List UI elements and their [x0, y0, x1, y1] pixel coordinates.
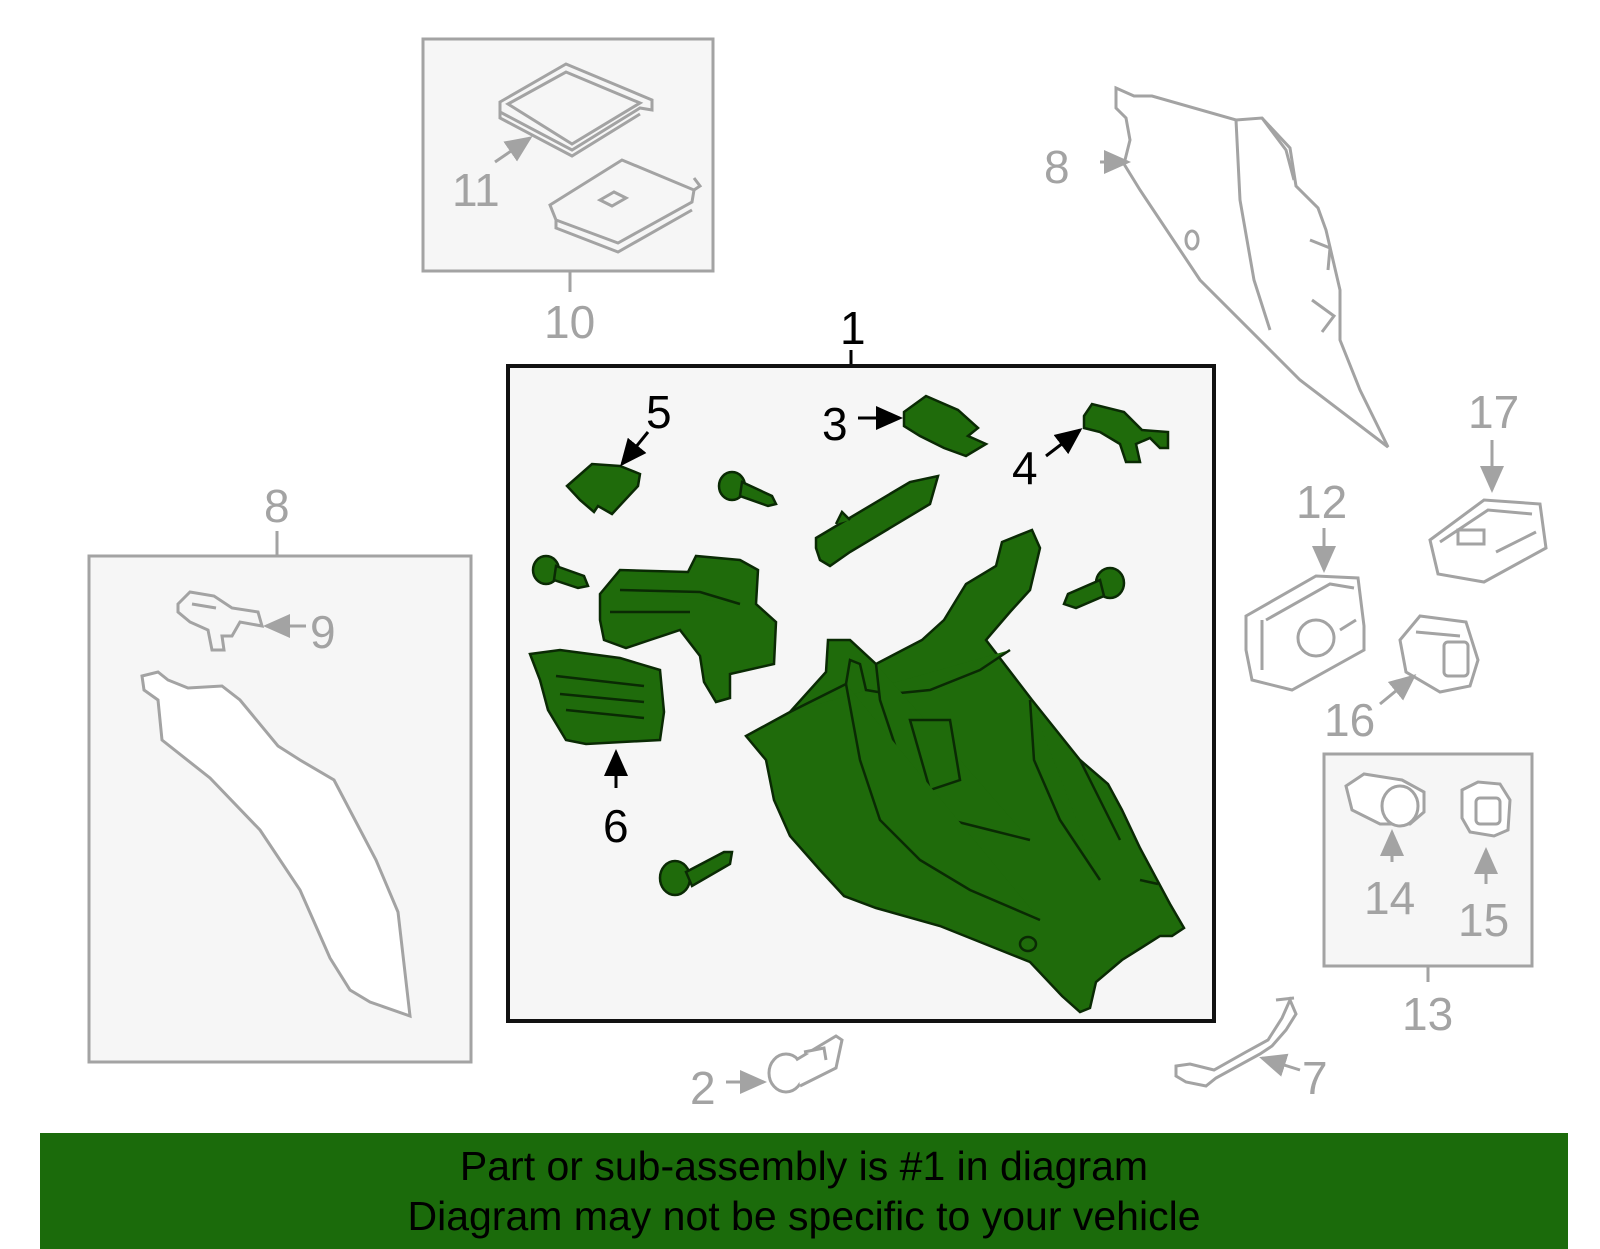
part-7-bracket[interactable]: [1174, 996, 1298, 1088]
leader-11: [494, 136, 533, 164]
callout-16: 16: [1324, 694, 1375, 746]
part-16-usb-port[interactable]: [1398, 614, 1480, 694]
callout-8-left: 8: [264, 480, 290, 532]
part-1-console[interactable]: [744, 528, 1186, 1014]
callout-11: 11: [452, 164, 500, 216]
disclaimer-banner: Part or sub-assembly is #1 in diagram Di…: [40, 1133, 1568, 1249]
part-15-usb-socket[interactable]: [1460, 780, 1512, 838]
part-4-bracket[interactable]: [1082, 402, 1170, 464]
leader-5: [620, 431, 650, 467]
part-support-bracket[interactable]: [598, 554, 778, 704]
part-3-clip[interactable]: [902, 394, 989, 458]
part-17-module[interactable]: [1428, 498, 1548, 584]
callout-15: 15: [1458, 894, 1509, 946]
group-box-10: 11 10: [421, 37, 715, 348]
screw-bottom[interactable]: [658, 850, 734, 897]
part-6-panel[interactable]: [528, 648, 666, 746]
callout-6: 6: [603, 800, 629, 852]
screw-left[interactable]: [531, 554, 590, 590]
callout-9: 9: [310, 606, 336, 658]
callout-17: 17: [1468, 386, 1519, 438]
banner-line-2: Diagram may not be specific to your vehi…: [407, 1193, 1201, 1239]
callout-1: 1: [840, 302, 866, 354]
part-9-clip[interactable]: [176, 590, 265, 652]
group-box-13: 14 15 13: [1322, 752, 1534, 1040]
part-12-switch-module[interactable]: [1244, 574, 1366, 692]
callout-4: 4: [1012, 442, 1038, 494]
screw-upper[interactable]: [717, 470, 778, 508]
callout-5: 5: [646, 386, 672, 438]
callout-10: 10: [544, 296, 595, 348]
part-8-left-trim[interactable]: [140, 670, 412, 1019]
leader-7: [1259, 1053, 1301, 1077]
banner-line-1: Part or sub-assembly is #1 in diagram: [459, 1143, 1149, 1189]
callout-3: 3: [822, 398, 848, 450]
part-14-outlet[interactable]: [1344, 772, 1426, 828]
callout-2: 2: [690, 1062, 716, 1114]
group-box-8: 8 9: [87, 480, 473, 1064]
part-5-cover[interactable]: [565, 462, 642, 516]
part-11-tray[interactable]: [498, 62, 654, 158]
callout-13: 13: [1402, 988, 1453, 1040]
leader-16: [1379, 674, 1417, 706]
callout-14: 14: [1364, 872, 1415, 924]
part-switch-bezel[interactable]: [814, 474, 940, 568]
part-10-insert[interactable]: [548, 158, 703, 254]
leader-4: [1045, 428, 1083, 458]
part-2-push-pin[interactable]: [767, 1034, 844, 1094]
callout-7: 7: [1302, 1052, 1328, 1104]
group-box-1: 1 5 3 4: [506, 302, 1216, 1023]
part-8-right-trim[interactable]: [1114, 85, 1390, 449]
banner-background: [40, 1133, 1568, 1249]
callout-8-right: 8: [1044, 141, 1070, 193]
callout-12: 12: [1296, 476, 1347, 528]
screw-right[interactable]: [1062, 566, 1126, 610]
